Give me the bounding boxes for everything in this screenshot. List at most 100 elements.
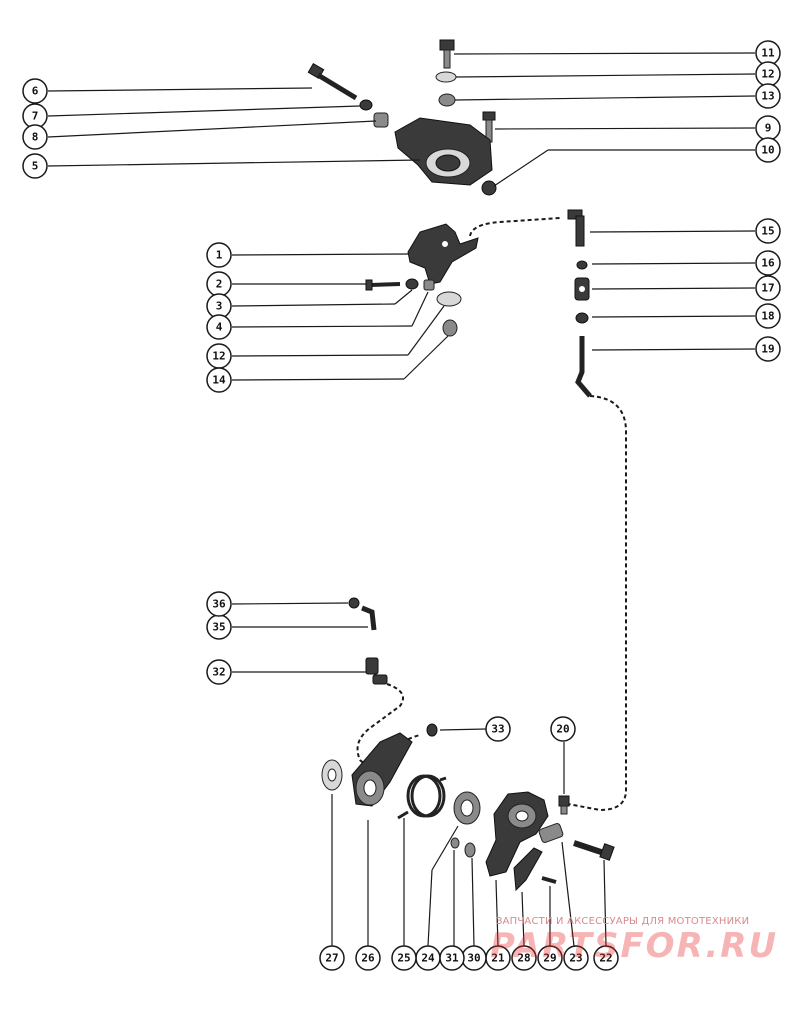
- callout-20: 20: [550, 716, 576, 742]
- part-screw-2: [365, 279, 401, 291]
- callout-11: 11: [755, 40, 781, 66]
- part-nut-3: [405, 278, 419, 290]
- callout-13-label: 13: [761, 90, 774, 103]
- part-nut-18: [575, 312, 589, 324]
- link-rod-lower-b: [379, 734, 421, 761]
- callout-19: 19: [755, 336, 781, 362]
- callout-32: 32: [206, 659, 232, 685]
- part-link-end-35: [361, 605, 377, 631]
- callout-10: 10: [755, 137, 781, 163]
- link-rod-upper: [469, 217, 561, 237]
- part-spacer-23: [538, 823, 564, 843]
- callout-29: 29: [537, 945, 563, 971]
- callout-30: 30: [461, 945, 487, 971]
- callout-8-label: 8: [32, 131, 39, 144]
- part-nut-13: [438, 93, 456, 107]
- callout-14-label: 14: [212, 374, 226, 387]
- callout-1: 1: [206, 242, 232, 268]
- part-bolt-11: [439, 39, 455, 69]
- callout-12-mid: 12: [206, 343, 232, 369]
- callout-17-label: 17: [761, 282, 774, 295]
- callout-16-label: 16: [761, 257, 775, 270]
- callout-4: 4: [206, 314, 232, 340]
- part-screw-20: [558, 795, 570, 815]
- link-rod-long: [567, 395, 627, 812]
- callout-21-label: 21: [491, 952, 505, 965]
- callout-22: 22: [593, 945, 619, 971]
- part-link-end-32: [365, 657, 388, 685]
- part-link-end-15: [567, 209, 585, 247]
- part-throttle-lever-1: [407, 223, 479, 285]
- callout-28-label: 28: [517, 952, 530, 965]
- part-bushing-8: [373, 112, 389, 128]
- callout-10-label: 10: [761, 144, 774, 157]
- part-bushing-4: [423, 279, 435, 291]
- callout-25-label: 25: [397, 952, 410, 965]
- callout-11-label: 11: [761, 47, 775, 60]
- callout-9-label: 9: [765, 122, 772, 135]
- part-bolt-6: [307, 62, 358, 101]
- callout-24: 24: [415, 945, 441, 971]
- part-rod-19: [575, 336, 592, 398]
- callout-13: 13: [755, 83, 781, 109]
- callout-24-label: 24: [421, 952, 435, 965]
- watermark-tagline: ЗАПЧАСТИ И АКСЕССУАРЫ ДЛЯ МОТОТЕХНИКИ: [496, 916, 750, 927]
- callout-29-label: 29: [543, 952, 556, 965]
- part-nut-36: [348, 597, 360, 609]
- callout-31: 31: [439, 945, 465, 971]
- callout-6: 6: [22, 78, 48, 104]
- callout-9: 9: [755, 115, 781, 141]
- callout-6-label: 6: [32, 85, 39, 98]
- callout-2: 2: [206, 271, 232, 297]
- callout-27-label: 27: [325, 952, 338, 965]
- callout-17: 17: [755, 275, 781, 301]
- callout-28: 28: [511, 945, 537, 971]
- part-bracket-5: [394, 117, 493, 186]
- callout-23: 23: [563, 945, 589, 971]
- part-bushing-24: [453, 791, 481, 825]
- callout-26: 26: [355, 945, 381, 971]
- part-nut-31: [450, 837, 460, 849]
- part-washer-12-top: [435, 71, 457, 83]
- callout-20-label: 20: [556, 723, 569, 736]
- callout-19-label: 19: [761, 343, 774, 356]
- part-screw-29: [541, 876, 557, 884]
- callout-12-top-label: 12: [761, 68, 774, 81]
- callout-27: 27: [319, 945, 345, 971]
- callout-33: 33: [485, 716, 511, 742]
- callout-8: 8: [22, 124, 48, 150]
- callout-3-label: 3: [216, 300, 223, 313]
- leader-lines: [47, 52, 756, 947]
- callout-4-label: 4: [216, 321, 223, 334]
- callout-12-top: 12: [755, 61, 781, 87]
- part-nut-30: [464, 842, 476, 858]
- part-nut-10: [481, 180, 497, 196]
- part-nut-14: [442, 319, 458, 337]
- part-washer-12-mid: [436, 291, 462, 307]
- callout-1-label: 1: [216, 249, 223, 262]
- part-washer-27: [321, 759, 343, 791]
- callout-23-label: 23: [569, 952, 582, 965]
- callout-7-label: 7: [32, 110, 39, 123]
- callout-31-label: 31: [445, 952, 459, 965]
- callout-5: 5: [22, 153, 48, 179]
- callout-25: 25: [391, 945, 417, 971]
- part-bolt-22: [573, 840, 615, 861]
- callout-32-label: 32: [212, 666, 225, 679]
- callout-18-label: 18: [761, 310, 774, 323]
- watermark-logo: PARTSFOR.RU: [490, 926, 779, 966]
- callout-36-label: 36: [212, 598, 226, 611]
- part-spring-25: [397, 774, 447, 820]
- callout-36: 36: [206, 591, 232, 617]
- callout-18: 18: [755, 303, 781, 329]
- part-nut-33: [426, 723, 438, 737]
- callout-14: 14: [206, 367, 232, 393]
- callout-2-label: 2: [216, 278, 223, 291]
- callout-35-label: 35: [212, 621, 225, 634]
- callout-35: 35: [206, 614, 232, 640]
- part-nut-7: [359, 99, 373, 111]
- part-connector-17: [574, 277, 590, 301]
- part-pivot-21: [485, 791, 549, 877]
- part-arm-28: [513, 847, 543, 892]
